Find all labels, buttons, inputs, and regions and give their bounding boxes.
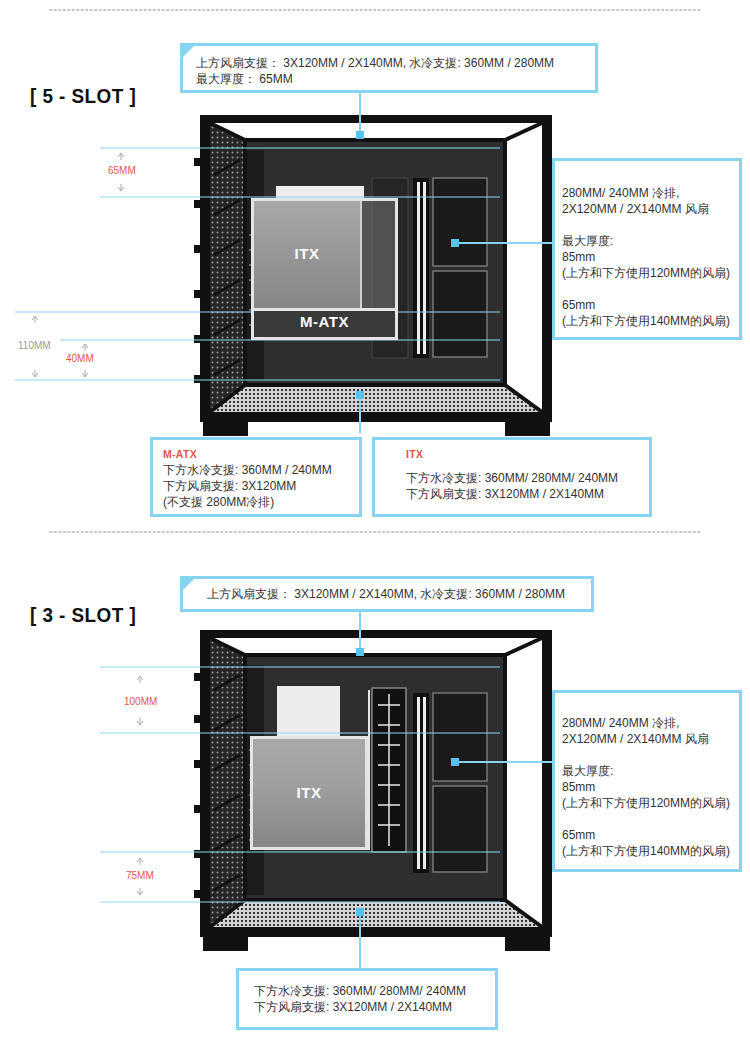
spec-text: 280MM/ 240MM 冷排, — [562, 185, 679, 201]
itx-board: ITX — [254, 201, 362, 308]
spec-text: 最大厚度: — [562, 763, 613, 779]
dimension-label: 65MM — [108, 165, 136, 177]
section-title: [ 5 - SLOT ] — [30, 83, 136, 109]
spec-text: 65mm — [562, 827, 595, 843]
dimension-label: 100MM — [124, 696, 157, 708]
dimension-label: 75MM — [126, 870, 154, 882]
section-heading: ITX — [406, 447, 423, 461]
section-heading: M-ATX — [163, 447, 197, 461]
spec-callout-box: 280MM/ 240MM 冷排,2X120MM / 2X140MM 风扇最大厚度… — [552, 158, 742, 340]
dimension-label: 40MM — [66, 353, 94, 365]
spec-text: (不支援 280MM冷排) — [163, 494, 274, 510]
spec-text: (上方和下方使用120MM的风扇) — [562, 795, 730, 811]
spec-text: 下方水冷支援: 360MM / 240MM — [163, 462, 332, 478]
spec-text: 2X120MM / 2X140MM 风扇 — [562, 731, 709, 747]
spec-text: 上方风扇支援： 3X120MM / 2X140MM, 水冷支援: 360MM /… — [207, 586, 565, 602]
board-label: ITX — [254, 244, 360, 264]
spec-text: 2X120MM / 2X140MM 风扇 — [562, 201, 709, 217]
spec-text: 最大厚度： 65MM — [196, 71, 293, 87]
spec-text: 下方水冷支援: 360MM/ 280MM/ 240MM — [254, 983, 466, 999]
dimension-label: 110MM — [18, 340, 51, 352]
spec-text: (上方和下方使用140MM的风扇) — [562, 843, 730, 859]
section-title: [ 3 - SLOT ] — [30, 602, 136, 628]
spec-text: (上方和下方使用120MM的风扇) — [562, 265, 730, 281]
spec-text: 85mm — [562, 779, 595, 795]
spec-callout-box: 上方风扇支援： 3X120MM / 2X140MM, 水冷支援: 360MM /… — [180, 43, 598, 93]
spec-text: 下方风扇支援: 3X120MM / 2X140MM — [406, 486, 604, 502]
matx-board-outline: M-ATX ITX — [251, 198, 398, 340]
spec-callout-box: M-ATX下方水冷支援: 360MM / 240MM下方风扇支援: 3X120M… — [150, 437, 362, 517]
spec-callout-box: ITX 下方水冷支援: 360MM/ 280MM/ 240MM下方风扇支援: 3X… — [372, 437, 652, 517]
spec-text: 下方风扇支援: 3X120MM / 2X140MM — [254, 999, 452, 1015]
spec-callout-box: 280MM/ 240MM 冷排,2X120MM / 2X140MM 风扇最大厚度… — [552, 690, 742, 872]
spec-text: 65mm — [562, 297, 595, 313]
spec-text: 下方风扇支援: 3X120MM — [163, 478, 296, 494]
spec-text: 上方风扇支援： 3X120MM / 2X140MM, 水冷支援: 360MM /… — [196, 55, 554, 71]
board-label: ITX — [253, 783, 365, 803]
spec-callout-box: 下方水冷支援: 360MM/ 280MM/ 240MM下方风扇支援: 3X120… — [236, 968, 498, 1030]
board-label: M-ATX — [254, 312, 395, 332]
spec-text: 最大厚度: — [562, 233, 613, 249]
spec-text: 280MM/ 240MM 冷排, — [562, 715, 679, 731]
spec-text: (上方和下方使用140MM的风扇) — [562, 313, 730, 329]
spec-text: 85mm — [562, 249, 595, 265]
spec-text: 下方水冷支援: 360MM/ 280MM/ 240MM — [406, 470, 618, 486]
itx-board: ITX — [250, 736, 368, 850]
spec-callout-box: 上方风扇支援： 3X120MM / 2X140MM, 水冷支援: 360MM /… — [180, 576, 594, 612]
